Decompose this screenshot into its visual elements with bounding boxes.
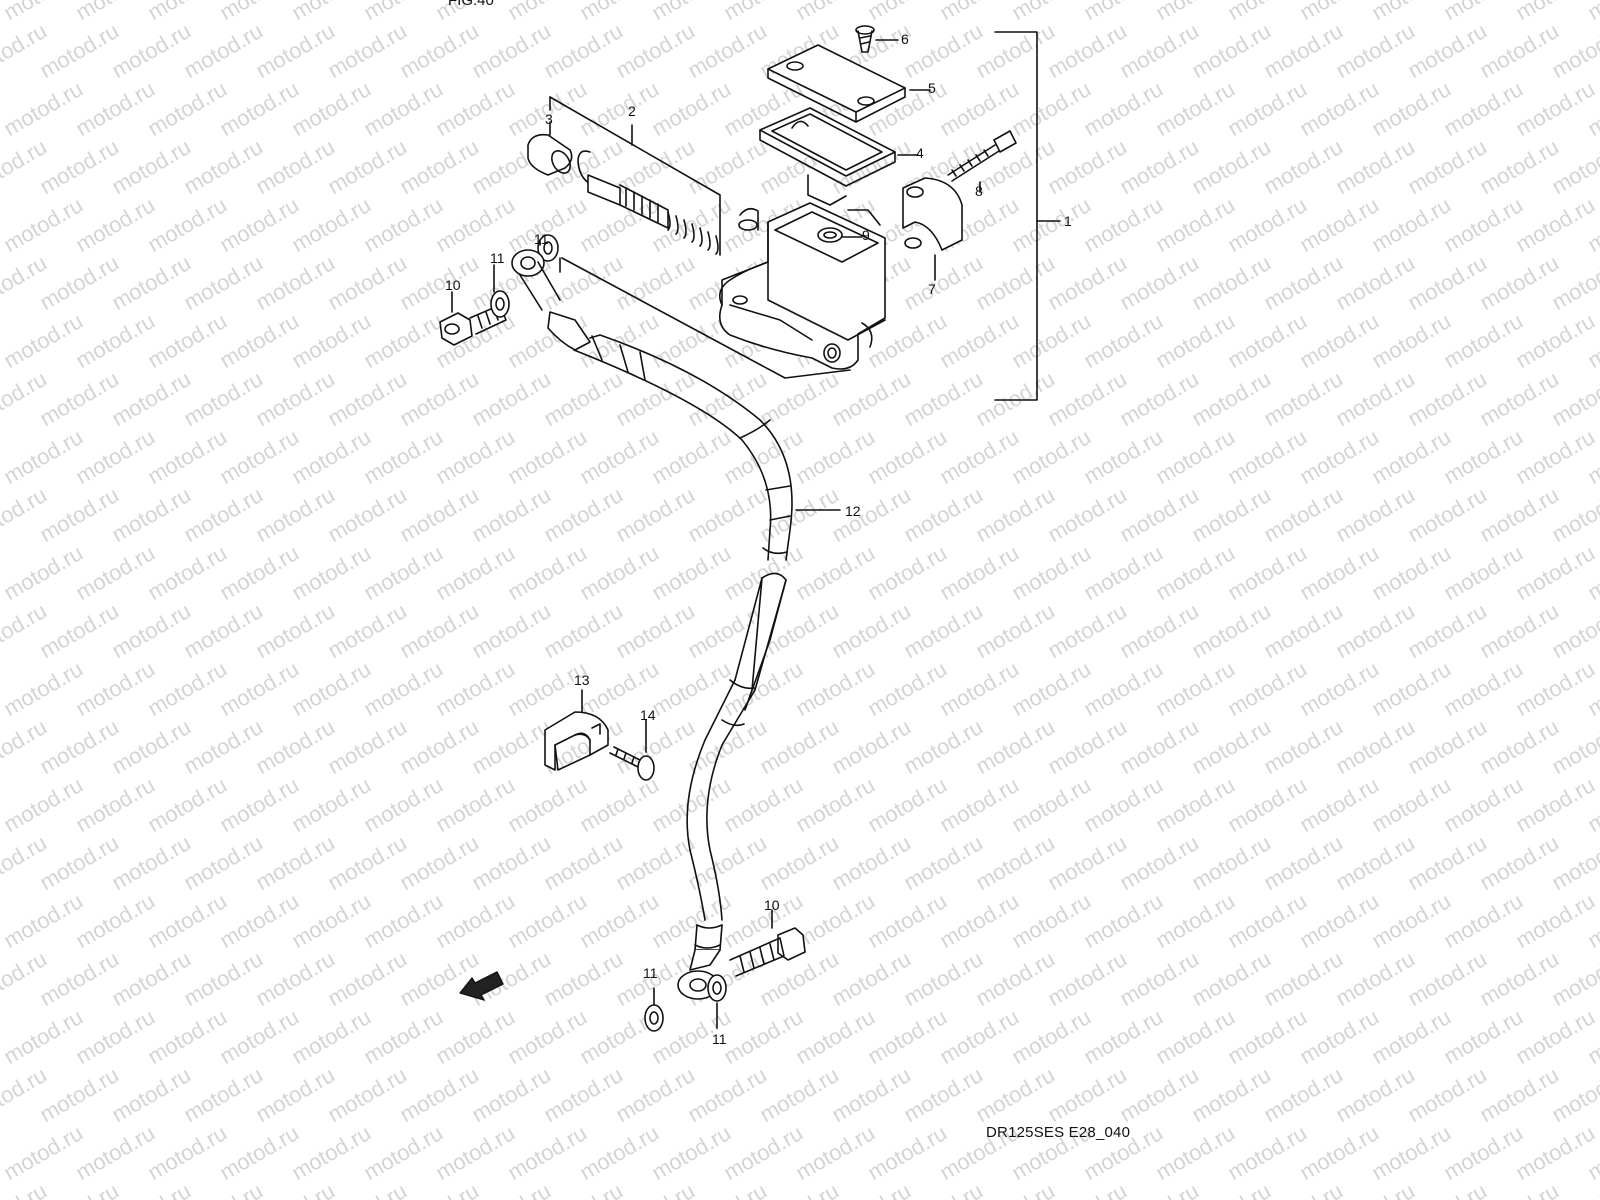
part-5-reservoir-cap [767, 44, 931, 123]
part-6-screw [855, 25, 899, 53]
assembly-bracket-1 [994, 31, 1061, 401]
part-9-leader [559, 257, 851, 379]
master-cylinder-body [719, 202, 886, 370]
fwd-arrow [459, 971, 504, 1001]
part-3-boot [527, 121, 573, 176]
part-7-clamp [902, 177, 963, 281]
part-11-lower-washer-b [707, 974, 727, 1029]
callout-part-6: 6 [901, 31, 909, 47]
callout-part-10-upper: 10 [445, 277, 461, 293]
part-11-upper-washer-b [537, 234, 559, 262]
callout-part-11-lower-a: 11 [643, 965, 658, 981]
callout-part-12: 12 [845, 503, 861, 519]
part-12-brake-hose [573, 334, 841, 951]
callout-part-11-upper-a: 11 [490, 250, 505, 266]
part-4-diaphragm [759, 107, 919, 206]
callout-part-2: 2 [628, 103, 636, 119]
assembly-bracket-2 [549, 96, 721, 256]
part-10-lower-banjo-bolt [729, 909, 806, 977]
callout-part-4: 4 [916, 145, 924, 161]
callout-part-9: 9 [862, 227, 870, 243]
upper-banjo-fitting [511, 249, 591, 351]
callout-part-3: 3 [545, 111, 553, 127]
callout-part-5: 5 [928, 80, 936, 96]
part-11-lower-washer-a [644, 987, 664, 1032]
callout-part-1: 1 [1064, 213, 1072, 229]
part-13-hose-clamp [544, 689, 609, 771]
callout-part-7: 7 [928, 281, 936, 297]
callout-part-14: 14 [640, 707, 656, 723]
callout-part-10-lower: 10 [764, 897, 780, 913]
part-11-upper-washer-a [490, 264, 510, 318]
callout-part-11-upper-b: 11 [534, 231, 549, 247]
callout-part-11-lower-b: 11 [712, 1031, 727, 1047]
part-8-bolt [947, 130, 1017, 193]
callout-part-13: 13 [574, 672, 590, 688]
callout-part-8: 8 [975, 183, 983, 199]
figure-header-partial: FIG.40 [448, 0, 494, 9]
part-14-screw [609, 719, 655, 781]
diagram-code: DR125SES E28_040 [986, 1124, 1131, 1141]
part-2-piston-spring [587, 174, 719, 255]
